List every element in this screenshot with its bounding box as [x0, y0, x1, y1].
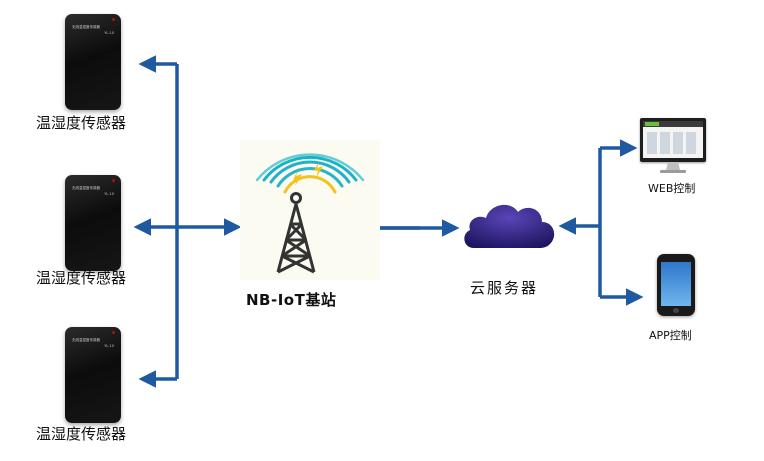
mobile-phone-icon [657, 254, 695, 316]
screen-logo [645, 122, 659, 126]
sensor-screen: 无线温湿度传感器 YL-10 [72, 337, 114, 367]
sensor-screen: 无线温湿度传感器 YL-10 [72, 185, 114, 215]
cloud-icon [464, 204, 555, 248]
app-control-label: APP控制 [649, 329, 692, 342]
sensor-screen: 无线温湿度传感器 YL-10 [72, 24, 114, 54]
sensor-label-1: 温湿度传感器 [36, 114, 127, 132]
monitor-stand [660, 162, 686, 173]
sensor-model: YL-10 [104, 192, 114, 196]
sensor-device-2: 无线温湿度传感器 YL-10 [65, 175, 121, 271]
screen-header-bar [643, 121, 703, 127]
cloud-server-label: 云服务器 [470, 279, 539, 297]
indicator-light [112, 179, 115, 182]
indicator-light [112, 331, 115, 334]
phone-screen [661, 262, 691, 306]
sensor-model: YL-10 [104, 31, 114, 35]
sensor-device-1: 无线温湿度传感器 YL-10 [65, 14, 121, 110]
indicator-light [112, 18, 115, 21]
sensor-device-3: 无线温湿度传感器 YL-10 [65, 327, 121, 423]
sensor-label-2: 温湿度传感器 [36, 269, 127, 287]
monitor-screen [643, 121, 703, 158]
screen-content [647, 132, 699, 154]
tower-icon [255, 153, 365, 274]
sensor-label-3: 温湿度传感器 [36, 425, 127, 443]
sensor-screen-text: 无线温湿度传感器 [72, 338, 100, 342]
base-station-label: NB-IoT基站 [246, 291, 337, 309]
sensor-model: YL-10 [104, 344, 114, 348]
web-monitor-icon [640, 118, 706, 162]
web-control-label: WEB控制 [648, 182, 696, 195]
phone-home-button [673, 308, 679, 313]
sensor-screen-text: 无线温湿度传感器 [72, 25, 100, 29]
sensor-screen-text: 无线温湿度传感器 [72, 186, 100, 190]
